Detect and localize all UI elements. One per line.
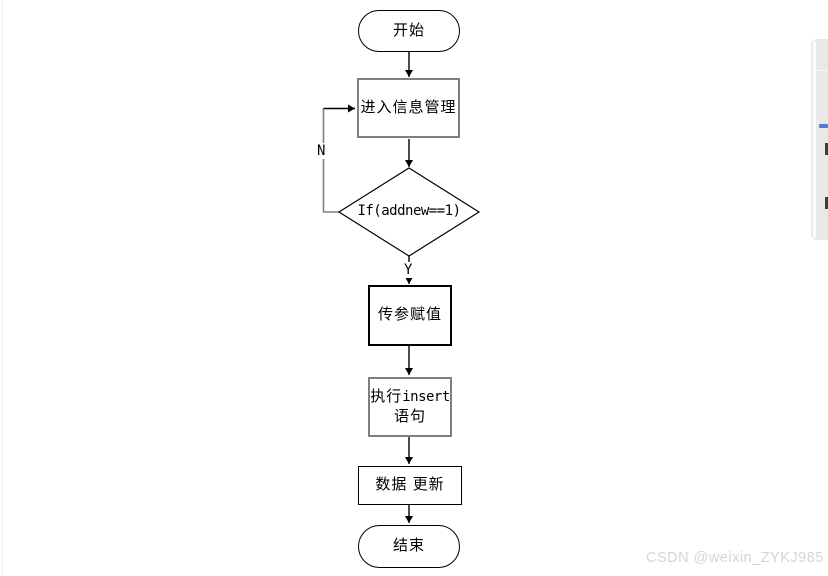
node-assign-params: 传参赋值 [368,285,452,346]
accent-dash-icon[interactable] [819,124,828,128]
node-end: 结束 [358,525,460,568]
decision-diamond-shape [337,167,481,257]
node-start: 开始 [358,10,460,52]
loop-no-path [322,108,339,213]
node-update-label: 数据 更新 [375,476,445,494]
node-data-update: 数据 更新 [358,466,462,505]
node-enter-info-management: 进入信息管理 [357,78,460,138]
node-insert-line2: 语句 [393,408,426,425]
toolbar-icon-fragment-1[interactable] [825,143,828,155]
node-insert-line1: 执行insert [370,387,450,405]
toolbar-icon-fragment-2[interactable] [825,197,828,209]
node-end-label: 结束 [392,537,425,555]
branch-label-no: N [316,143,327,159]
node-execute-insert: 执行insert 语句 [368,377,452,437]
node-enter-label: 进入信息管理 [360,98,457,116]
side-toolbar-cropped [811,39,828,240]
side-toolbar-track [813,41,816,238]
node-decision-label: If(addnew==1) [357,203,461,219]
side-toolbar-divider [811,70,828,71]
watermark: CSDN @weixin_ZYKJ985 [646,550,824,566]
branch-label-yes: Y [403,262,414,278]
left-edge-divider [2,0,3,576]
node-start-label: 开始 [392,21,425,39]
node-assign-label: 传参赋值 [377,306,442,324]
